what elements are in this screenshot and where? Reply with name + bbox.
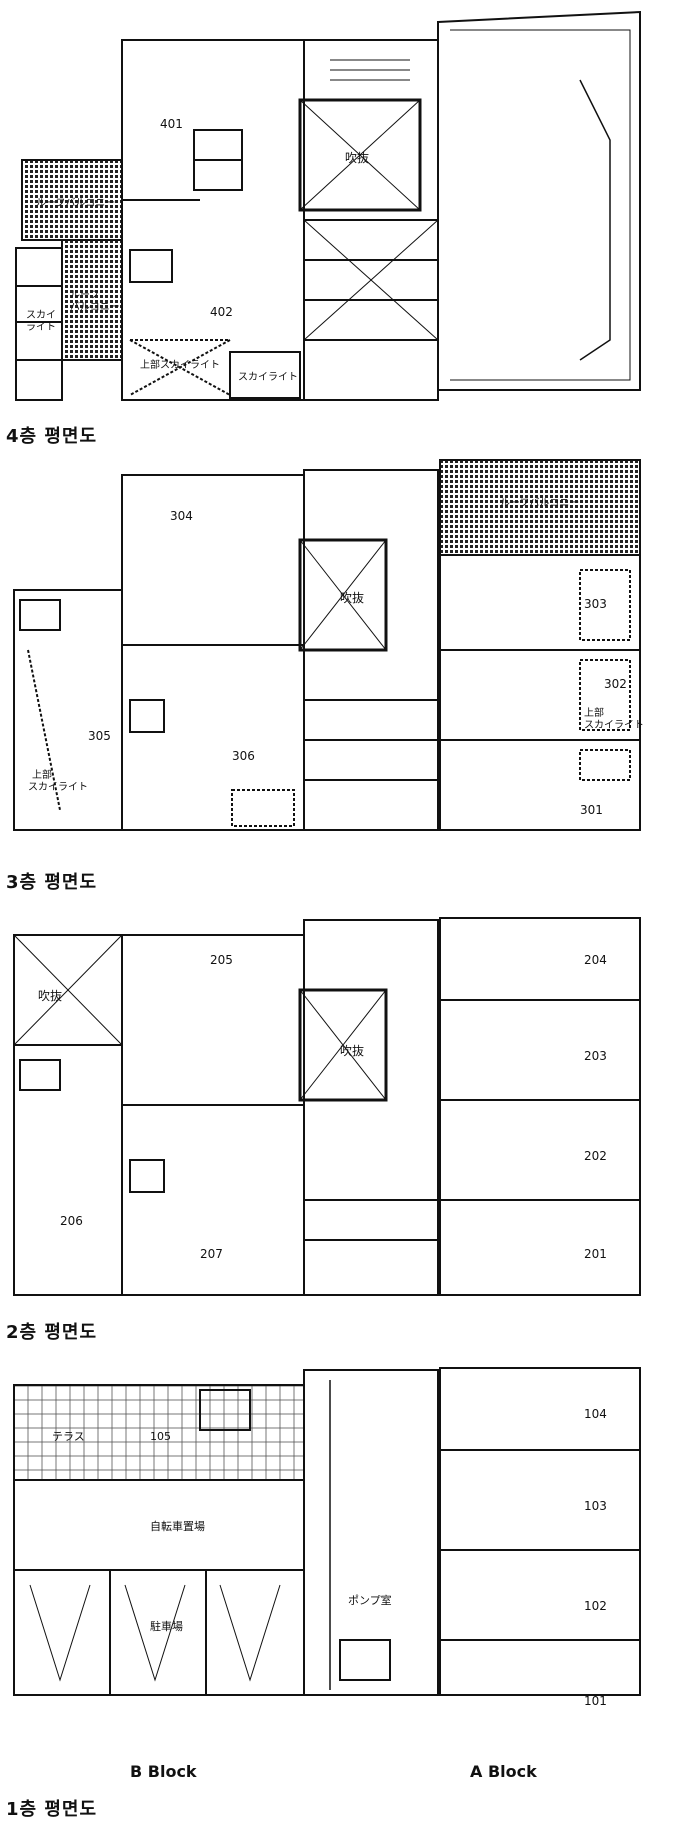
block-a-label: A Block <box>470 1762 537 1781</box>
room-101: 101 <box>584 1694 607 1708</box>
roof-balcony-4f-b1: ルーフ <box>70 290 99 301</box>
room-301: 301 <box>580 803 603 817</box>
top-skylight-3f-b1: スカイライト <box>28 781 88 793</box>
void-2f-center: 吹抜 <box>340 1044 364 1058</box>
block-b-label: B Block <box>130 1762 197 1781</box>
car-parking-label: 駐車場 <box>150 1619 183 1633</box>
floor-2-plan <box>13 917 641 1296</box>
floor-4-title: 4층 평면도 <box>6 426 98 447</box>
skylight-small-4f: スカイライト <box>238 371 298 383</box>
floor-3-title: 3층 평면도 <box>6 872 98 893</box>
skylight-4f-b: ライト <box>26 321 56 333</box>
unit-105: 105 <box>150 1430 171 1443</box>
roof-balcony-3f: ルーフバルコニー <box>500 497 579 509</box>
terrace-label: テラス <box>52 1430 85 1443</box>
top-skylight-4f: 上部スカイライト <box>140 358 220 371</box>
void-2f-left: 吹抜 <box>38 989 62 1003</box>
floor-2-title: 2층 평면도 <box>6 1322 98 1343</box>
floor-1-title: 1층 평면도 <box>6 1799 98 1820</box>
roof-balcony-4f: ルーフバルコニー <box>36 197 115 209</box>
room-102: 102 <box>584 1599 607 1613</box>
bicycle-parking-label: 自転車置場 <box>150 1519 205 1533</box>
room-104: 104 <box>584 1407 607 1421</box>
floor-1-plan <box>13 1367 641 1696</box>
room-207: 207 <box>200 1247 223 1261</box>
room-306: 306 <box>232 749 255 763</box>
room-204: 204 <box>584 953 607 967</box>
floor-plan-labels: 401 402 吹抜 ルーフバルコニー ルーフ バルコニー スカイ ライト 上部… <box>26 117 644 1708</box>
room-401: 401 <box>160 117 183 131</box>
floor-4-plan <box>15 10 641 401</box>
room-304: 304 <box>170 509 193 523</box>
room-206: 206 <box>60 1214 83 1228</box>
room-305: 305 <box>88 729 111 743</box>
floor-3-plan <box>13 459 641 831</box>
room-201: 201 <box>584 1247 607 1261</box>
roof-balcony-4f-b2: バルコニー <box>70 301 120 313</box>
void-3f: 吹抜 <box>340 591 364 605</box>
room-205: 205 <box>210 953 233 967</box>
room-103: 103 <box>584 1499 607 1513</box>
skylight-4f-a: スカイ <box>26 309 56 321</box>
room-402: 402 <box>210 305 233 319</box>
room-302: 302 <box>604 677 627 691</box>
room-203: 203 <box>584 1049 607 1063</box>
top-skylight-3f-b2: スカイライト <box>584 719 644 731</box>
room-303: 303 <box>584 597 607 611</box>
top-skylight-3f-a1: 上部 <box>32 768 52 781</box>
room-202: 202 <box>584 1149 607 1163</box>
top-skylight-3f-a2: 上部 <box>584 706 604 719</box>
pump-room-label: ポンプ室 <box>348 1593 392 1607</box>
void-4f: 吹抜 <box>345 151 369 165</box>
